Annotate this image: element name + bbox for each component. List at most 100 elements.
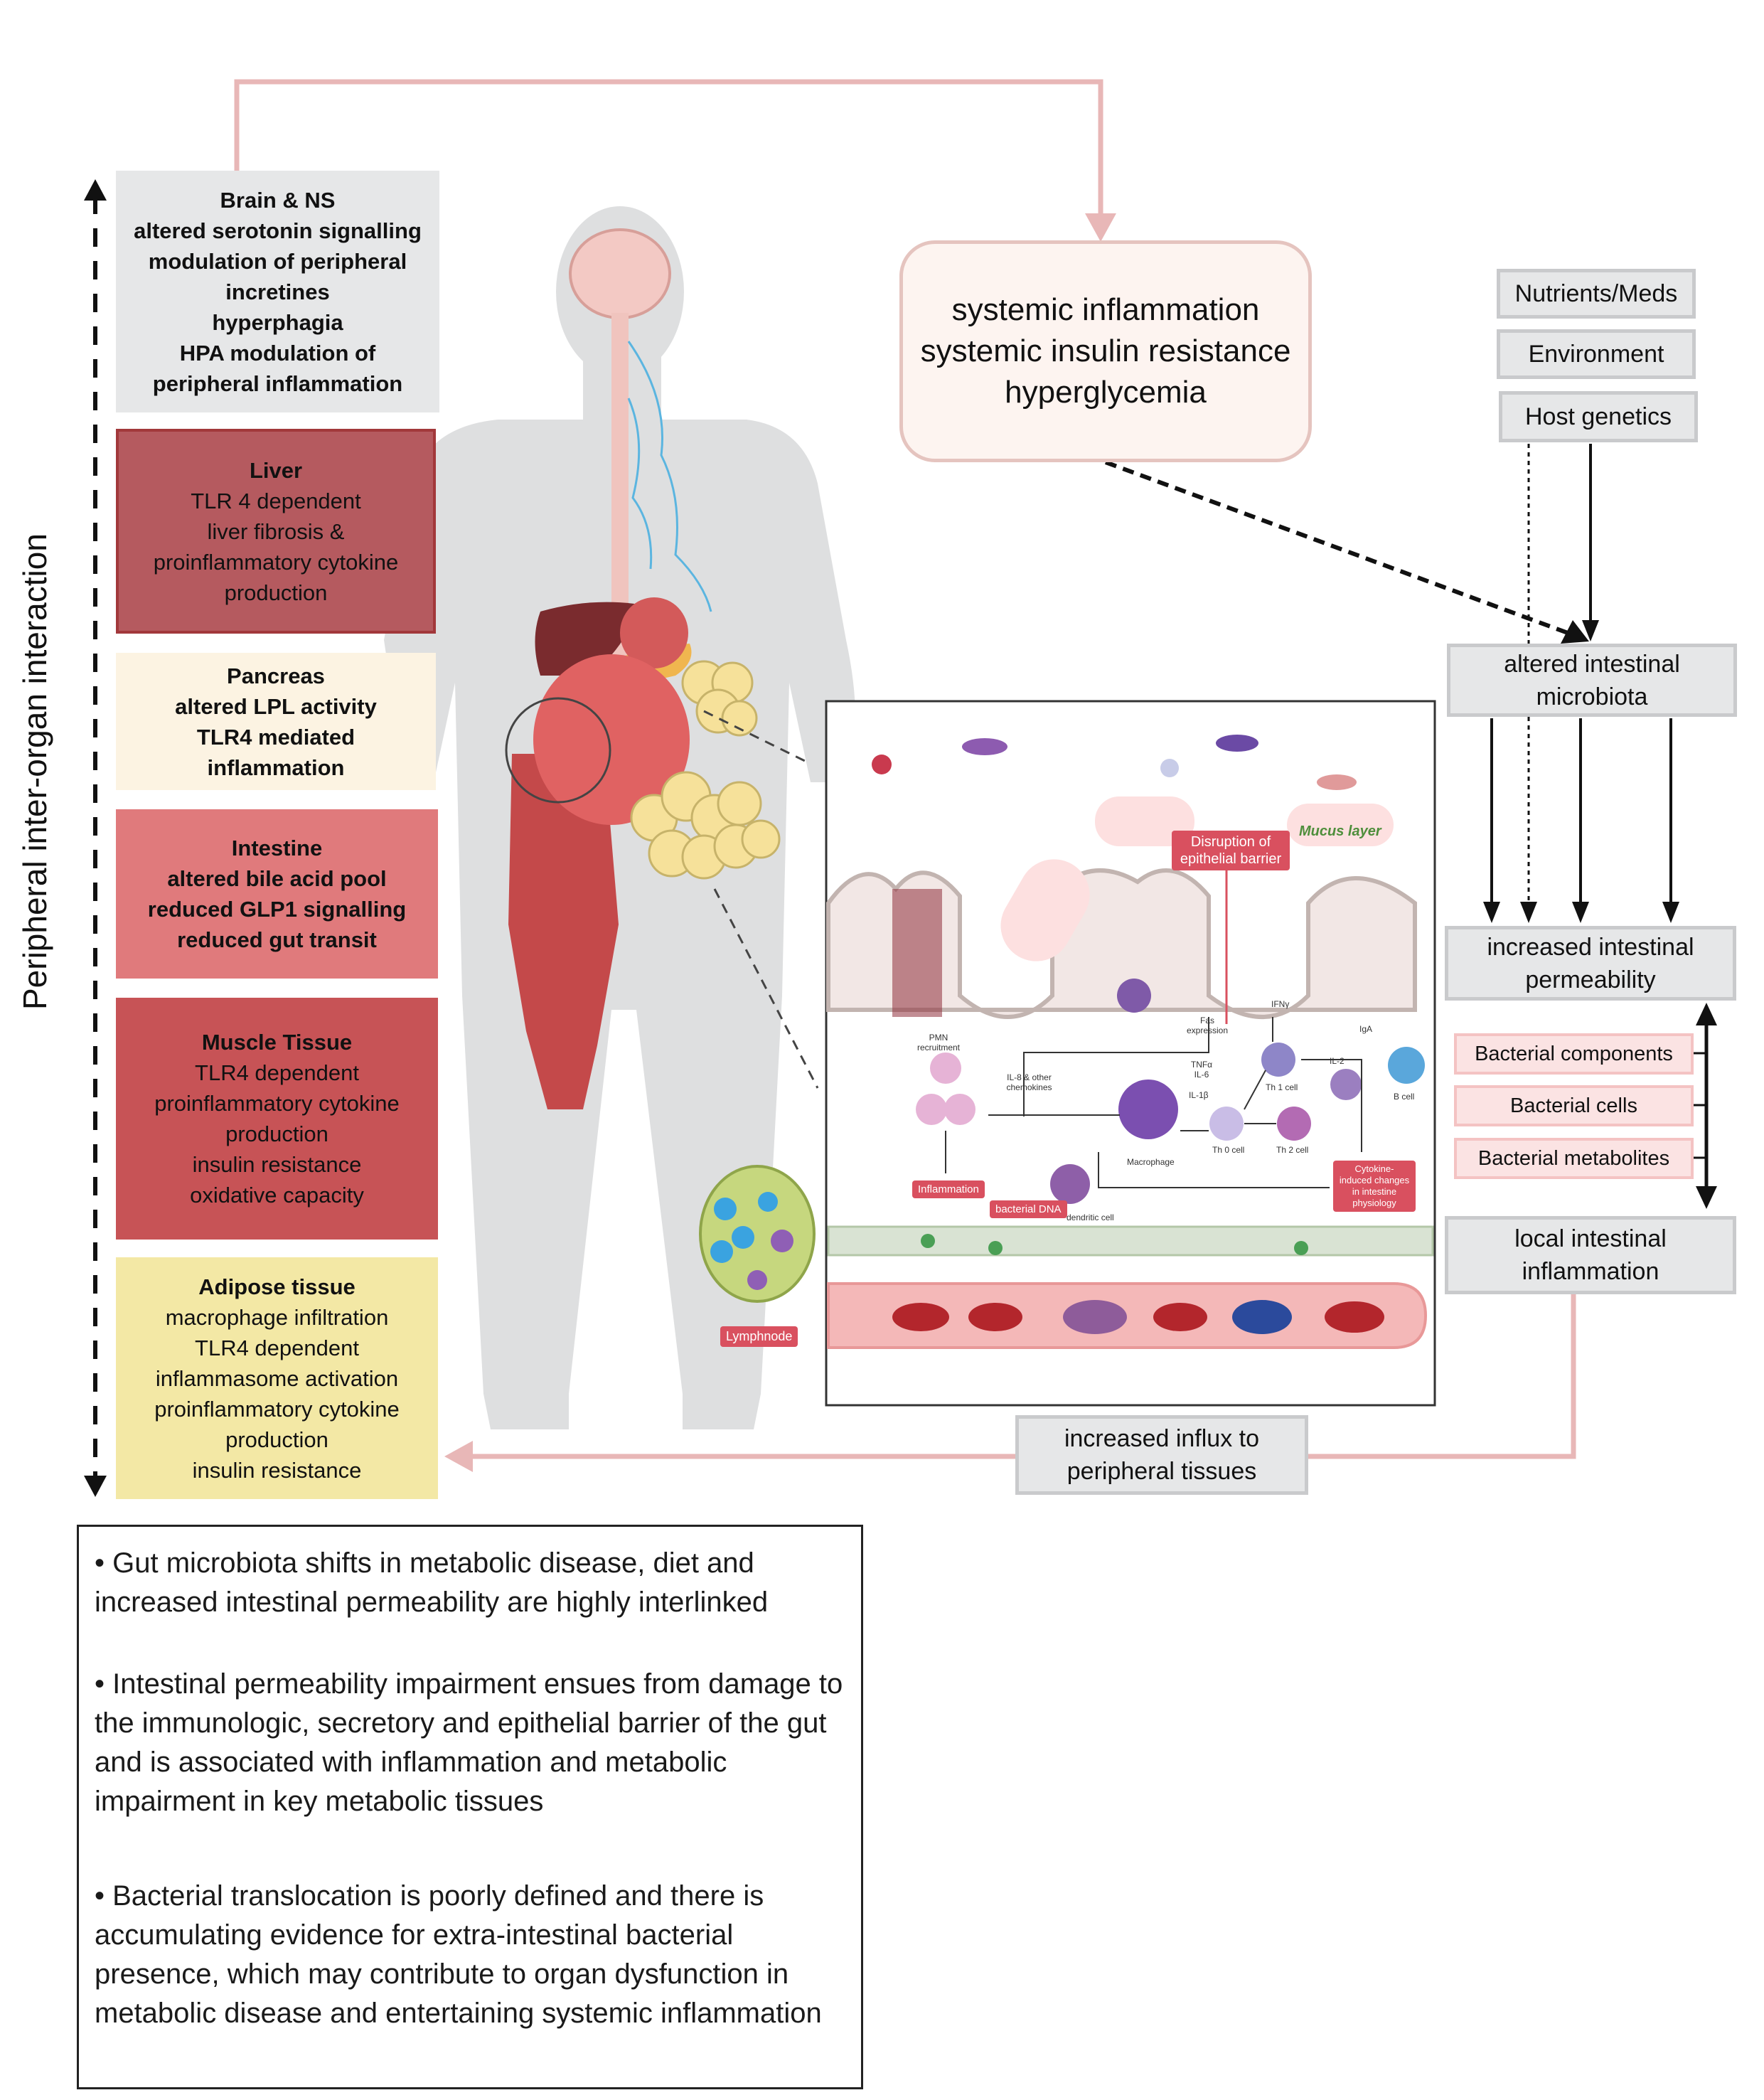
- factor-label: Host genetics: [1525, 403, 1672, 430]
- organ-line: liver fibrosis &: [207, 518, 345, 544]
- il8-label: IL-8 & other chemokines: [1006, 1072, 1052, 1092]
- bacterial-cells-box: Bacterial cells: [1454, 1085, 1694, 1126]
- intestine-illustration: [533, 654, 690, 825]
- organ-box-intestine: Intestine altered bile acid pool reduced…: [116, 809, 438, 979]
- ifny-label: IFNγ: [1271, 999, 1290, 1009]
- tnfa-label: TNFα IL-6: [1190, 1060, 1213, 1080]
- organ-line: proinflammatory cytokine: [153, 549, 399, 575]
- systemic-to-microbiota-arrow: [1104, 460, 1569, 635]
- organ-line: inflammation: [207, 755, 345, 780]
- mucus-label: Mucus layer: [1299, 824, 1381, 839]
- organ-line: insulin resistance: [192, 1457, 362, 1483]
- systemic-line: systemic insulin resistance: [920, 334, 1291, 368]
- factor-nutrients: Nutrients/Meds: [1497, 269, 1696, 319]
- organ-line: incretines: [225, 279, 330, 304]
- organ-line: HPA modulation of: [179, 340, 376, 366]
- bacterial-label: Bacterial components: [1475, 1043, 1673, 1065]
- bacterial-label: Bacterial cells: [1510, 1094, 1637, 1117]
- organ-line: hyperphagia: [212, 309, 343, 335]
- organ-line: macrophage infiltration: [165, 1304, 389, 1330]
- summary-bullet: • Bacterial translocation is poorly defi…: [95, 1880, 822, 2029]
- local-inflammation-box: local intestinal inflammation: [1445, 1216, 1736, 1294]
- th2-label: Th 2 cell: [1276, 1145, 1309, 1155]
- microbiota-to-permeability-arrows: [1490, 718, 1672, 907]
- organ-line: reduced gut transit: [177, 927, 377, 952]
- feedback-arrowhead: [1085, 213, 1116, 242]
- organ-line: TLR4 dependent: [195, 1335, 359, 1360]
- influx-box: increased influx to peripheral tissues: [1015, 1415, 1308, 1495]
- organ-line: production: [225, 1121, 328, 1146]
- axis-arrow: [84, 179, 107, 1497]
- bacterial-metabolites-box: Bacterial metabolites: [1454, 1138, 1694, 1179]
- genetics-arrowhead: [1582, 620, 1599, 641]
- nerves: [627, 341, 712, 612]
- bacterial-components-box: Bacterial components: [1454, 1033, 1694, 1075]
- organ-line: proinflammatory cytokine: [154, 1091, 400, 1116]
- organ-title: Brain & NS: [220, 187, 336, 213]
- bacterial-label: Bacterial metabolites: [1477, 1147, 1670, 1170]
- systemic-box: systemic inflammation systemic insulin r…: [899, 240, 1312, 462]
- bcell-label: B cell: [1394, 1092, 1415, 1102]
- organ-line: TLR 4 dependent: [191, 488, 361, 513]
- summary-bullet: • Intestinal permeability impairment ens…: [95, 1668, 843, 1817]
- organ-box-liver: Liver TLR 4 dependent liver fibrosis & p…: [116, 429, 436, 634]
- organ-title: Adipose tissue: [198, 1274, 356, 1299]
- organ-line: insulin resistance: [192, 1152, 362, 1177]
- double-arrow-bottom: [1696, 1186, 1717, 1209]
- systemic-line: hyperglycemia: [1005, 375, 1207, 410]
- systemic-line: systemic inflammation: [951, 292, 1260, 327]
- brain-illustration: [569, 228, 671, 319]
- summary-text: Intestinal permeability impairment ensue…: [95, 1668, 843, 1817]
- microbiota-label: altered intestinal microbiota: [1504, 650, 1680, 710]
- local-inflammation-label: local intestinal inflammation: [1514, 1225, 1667, 1285]
- il1b-label: IL-1β: [1189, 1090, 1209, 1100]
- fas-label: Fas expression: [1186, 1016, 1229, 1035]
- permeability-box: increased intestinal permeability: [1445, 926, 1736, 1001]
- disruption-tag: Disruption of epithelial barrier: [1172, 831, 1290, 870]
- factor-label: Nutrients/Meds: [1514, 280, 1678, 307]
- organ-box-pancreas: Pancreas altered LPL activity TLR4 media…: [116, 653, 436, 790]
- summary-bullet: • Gut microbiota shifts in metabolic dis…: [95, 1547, 769, 1618]
- lymphnode-tag: Lymphnode: [720, 1326, 798, 1347]
- organ-line: production: [224, 580, 328, 605]
- organ-line: peripheral inflammation: [152, 371, 403, 396]
- organ-title: Intestine: [231, 836, 323, 860]
- organ-box-brain: Brain & NS altered serotonin signalling …: [116, 171, 439, 412]
- feedback-loop-arrow: [234, 79, 1103, 224]
- macrophage-label: Macrophage: [1127, 1157, 1175, 1167]
- microbiota-box: altered intestinal microbiota: [1447, 644, 1737, 717]
- organ-box-adipose: Adipose tissue macrophage infiltration T…: [116, 1257, 438, 1499]
- influx-arrow: [469, 1294, 1576, 1459]
- organ-title: Muscle Tissue: [201, 1030, 353, 1055]
- axis-label: Peripheral inter-organ interaction: [16, 533, 53, 1010]
- iga-label: IgA: [1359, 1024, 1373, 1034]
- pmn-label: PMN recruitment: [916, 1033, 961, 1052]
- influx-label: increased influx to peripheral tissues: [1064, 1425, 1260, 1485]
- factor-environment: Environment: [1497, 329, 1696, 379]
- th0-label: Th 0 cell: [1212, 1145, 1245, 1155]
- organ-line: production: [225, 1427, 328, 1452]
- organ-line: oxidative capacity: [190, 1183, 364, 1208]
- organ-line: proinflammatory cytokine: [154, 1396, 400, 1422]
- organ-line: TLR4 dependent: [195, 1060, 359, 1085]
- dendritic-label: dendritic cell: [1067, 1212, 1114, 1222]
- summary-text: Gut microbiota shifts in metabolic disea…: [95, 1547, 769, 1618]
- summary-box: • Gut microbiota shifts in metabolic dis…: [77, 1525, 863, 2089]
- factor-label: Environment: [1528, 341, 1664, 368]
- liver-illustration: [535, 602, 640, 676]
- cytokine-tag: Cytokine-induced changes in intestine ph…: [1333, 1161, 1416, 1212]
- organ-line: altered LPL activity: [175, 693, 377, 719]
- organ-line: altered bile acid pool: [167, 866, 387, 891]
- muscle-leg: [508, 754, 619, 1109]
- permeability-label: increased intestinal permeability: [1487, 933, 1694, 993]
- inset-illustration: [699, 735, 1434, 1349]
- organ-line: TLR4 mediated: [196, 724, 356, 750]
- organ-title: Pancreas: [227, 663, 325, 688]
- bacterial-connectors: [1694, 1052, 1706, 1159]
- organ-line: inflammasome activation: [155, 1365, 399, 1391]
- microbiota-arrowheads: [1483, 902, 1679, 923]
- stomach-illustration: [620, 597, 688, 668]
- organ-line: modulation of peripheral: [148, 248, 407, 274]
